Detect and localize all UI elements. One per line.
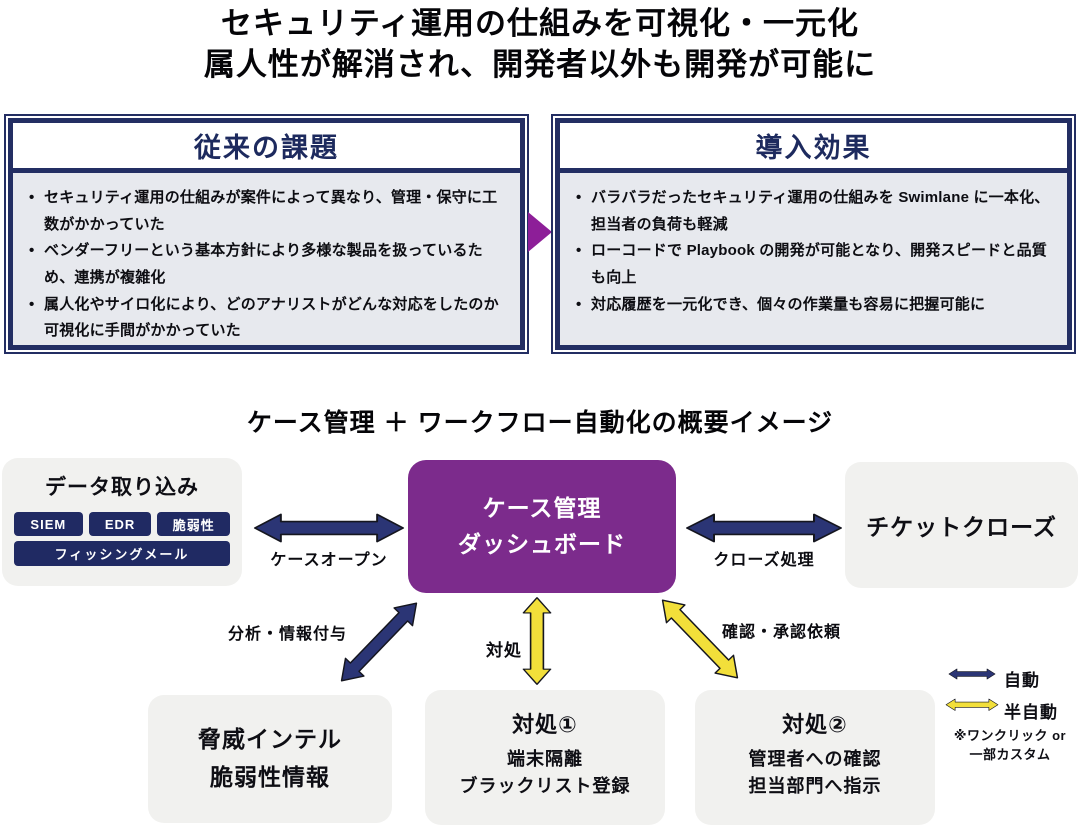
response1-line2: ブラックリスト登録 — [459, 776, 631, 796]
label-response: 対処 — [486, 641, 522, 660]
label-case-open: ケースオープン — [270, 552, 388, 569]
effects-item: ローコードで Playbook の開発が可能となり、開発スピードと品質も向上 — [574, 238, 1051, 291]
right-triangle-arrow-icon — [528, 212, 552, 252]
issues-panel-body: セキュリティ運用の仕組みが案件によって異なり、管理・保守に工数がかかっていた ベ… — [13, 173, 520, 353]
effects-list: バラバラだったセキュリティ運用の仕組みを Swimlane に一本化、担当者の負… — [574, 185, 1051, 318]
page-title-line2: 属人性が解消され、開発者以外も開発が可能に — [203, 46, 877, 82]
data-ingest-title: データ取り込み — [45, 476, 199, 499]
issues-item: セキュリティ運用の仕組みが案件によって異なり、管理・保守に工数がかかっていた — [27, 185, 504, 238]
effects-panel-title: 導入効果 — [560, 123, 1067, 173]
label-close-process: クローズ処理 — [713, 552, 815, 569]
threat-intel-box: 脅威インテル 脆弱性情報 — [148, 695, 392, 823]
issues-list: セキュリティ運用の仕組みが案件によって異なり、管理・保守に工数がかかっていた ベ… — [27, 185, 504, 345]
data-ingest-tag-row: SIEM EDR 脆弱性 — [2, 512, 242, 536]
double-arrow-close-process-icon — [684, 512, 844, 544]
legend-note: ※ワンクリック or 一部カスタム — [940, 727, 1080, 765]
page-title: セキュリティ運用の仕組みを可視化・一元化 属人性が解消され、開発者以外も開発が可… — [0, 4, 1080, 86]
data-ingest-tag-row: フィッシングメール — [2, 541, 242, 566]
double-arrow-response-icon — [521, 596, 553, 686]
double-arrow-analysis-icon — [329, 591, 428, 692]
legend-auto-arrow-icon — [948, 667, 996, 688]
tag-vulnerability: 脆弱性 — [157, 512, 230, 536]
response2-line2: 担当部門へ指示 — [748, 776, 882, 796]
issues-item: ベンダーフリーという基本方針により多様な製品を扱っているため、連携が複雑化 — [27, 238, 504, 291]
legend-semi-auto-arrow-icon — [945, 698, 999, 721]
response2-title: 対処② — [782, 712, 848, 737]
issues-panel-title: 従来の課題 — [13, 123, 520, 173]
effects-panel-body: バラバラだったセキュリティ運用の仕組みを Swimlane に一本化、担当者の負… — [560, 173, 1067, 326]
case-dashboard-line2: ダッシュボード — [458, 530, 626, 557]
diagram-title: ケース管理 ＋ ワークフロー自動化の概要イメージ — [246, 409, 834, 437]
legend-note-line1: ※ワンクリック or — [953, 728, 1067, 743]
legend-note-line2: 一部カスタム — [969, 746, 1051, 762]
response2-box: 対処② 管理者への確認 担当部門へ指示 — [695, 690, 935, 825]
effects-item: 対応履歴を一元化でき、個々の作業量も容易に把握可能に — [574, 292, 1051, 319]
effects-item: バラバラだったセキュリティ運用の仕組みを Swimlane に一本化、担当者の負… — [574, 185, 1051, 238]
case-dashboard-box: ケース管理 ダッシュボード — [408, 460, 676, 593]
double-arrow-approval-icon — [650, 588, 749, 689]
effects-panel: 導入効果 バラバラだったセキュリティ運用の仕組みを Swimlane に一本化、… — [551, 114, 1076, 354]
case-dashboard-line1: ケース管理 — [482, 494, 602, 521]
label-analysis: 分析・情報付与 — [228, 626, 348, 643]
tag-phishing-mail: フィッシングメール — [14, 541, 230, 566]
label-approval: 確認・承認依頼 — [722, 624, 842, 641]
response2-line1: 管理者への確認 — [748, 749, 882, 769]
legend-auto-label: 自動 — [1004, 671, 1040, 690]
threat-intel-line2: 脆弱性情報 — [210, 764, 330, 790]
issues-panel: 従来の課題 セキュリティ運用の仕組みが案件によって異なり、管理・保守に工数がかか… — [4, 114, 529, 354]
page-title-line1: セキュリティ運用の仕組みを可視化・一元化 — [220, 6, 860, 41]
response1-line1: 端末隔離 — [507, 749, 583, 769]
tag-edr: EDR — [88, 512, 152, 536]
response1-box: 対処① 端末隔離 ブラックリスト登録 — [425, 690, 665, 825]
double-arrow-case-open-icon — [252, 512, 406, 544]
ticket-close-box: チケットクローズ — [845, 462, 1078, 588]
response1-title: 対処① — [512, 712, 578, 737]
threat-intel-line1: 脅威インテル — [198, 726, 342, 753]
tag-siem: SIEM — [14, 512, 83, 536]
data-ingest-box: データ取り込み SIEM EDR 脆弱性 フィッシングメール — [2, 458, 242, 586]
ticket-close-label: チケットクローズ — [866, 514, 1057, 540]
issues-item: 属人化やサイロ化により、どのアナリストがどんな対応をしたのか可視化に手間がかかっ… — [27, 292, 504, 345]
legend-semi-auto-label: 半自動 — [1004, 703, 1058, 722]
